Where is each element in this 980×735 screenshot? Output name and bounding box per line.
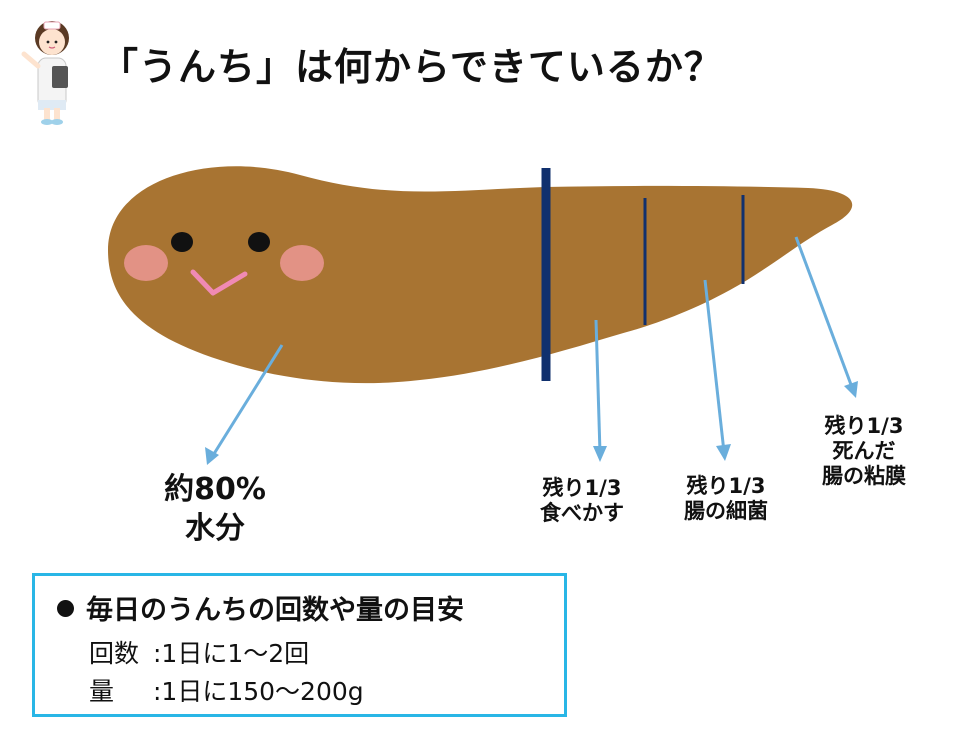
nurse-illustration — [21, 21, 69, 125]
label-food: 残り1/3 食べかす — [540, 476, 624, 526]
info-row-value: :1日に1～2回 — [153, 639, 310, 668]
label-bacteria-line2: 腸の細菌 — [684, 499, 768, 524]
label-water-line2: 水分 — [185, 511, 245, 546]
poop-body — [108, 166, 853, 384]
label-water-line1: 約80% — [164, 472, 266, 507]
info-box: 毎日のうんちの回数や量の目安 回数 :1日に1～2回 量 :1日に150～200g — [32, 573, 567, 717]
bullet-icon — [57, 600, 74, 617]
right-cheek — [280, 245, 324, 281]
page-title: 「うんち」は何からできているか？ — [100, 45, 723, 89]
label-water: 約80% 水分 — [164, 470, 266, 548]
label-mucosa-line3: 腸の粘膜 — [822, 464, 906, 489]
info-row-key: 量 — [89, 677, 115, 706]
label-bacteria: 残り1/3 腸の細菌 — [684, 474, 768, 524]
info-heading: 毎日のうんちの回数や量の目安 — [57, 588, 464, 627]
water-arrow — [210, 344, 284, 458]
info-row-value: :1日に150～200g — [153, 677, 364, 706]
label-food-line1: 残り1/3 — [542, 476, 622, 500]
mucosa-arrow — [794, 236, 855, 391]
left-cheek — [124, 245, 168, 281]
label-bacteria-line1: 残り1/3 — [686, 474, 766, 498]
info-heading-text: 毎日のうんちの回数や量の目安 — [86, 595, 464, 626]
info-row-frequency: 回数 :1日に1～2回 — [89, 634, 309, 670]
label-mucosa-line1: 残り1/3 — [824, 414, 904, 438]
bacteria-arrow — [703, 279, 726, 453]
info-row-key: 回数 — [89, 639, 140, 668]
right-eye — [248, 232, 270, 252]
label-food-line2: 食べかす — [540, 501, 624, 526]
left-eye — [171, 232, 193, 252]
info-row-amount: 量 :1日に150～200g — [89, 672, 364, 708]
label-mucosa-line2: 死んだ — [832, 439, 896, 464]
label-mucosa: 残り1/3 死んだ 腸の粘膜 — [822, 414, 906, 490]
mouth — [190, 269, 248, 296]
food-arrow — [594, 319, 602, 454]
